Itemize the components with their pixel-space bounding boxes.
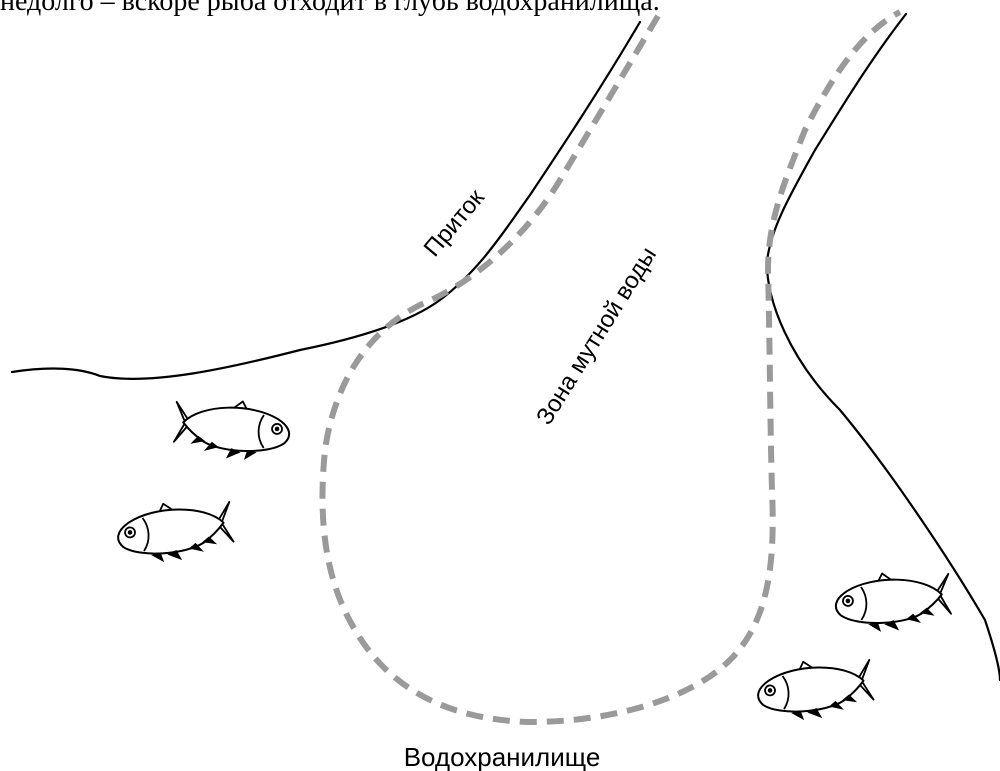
fish-3 [834,569,952,634]
left-shoreline [12,22,640,379]
tributary-label: Приток [419,184,491,262]
fish-1 [173,397,291,462]
fish-2 [115,497,235,566]
reservoir-label: Водохранилище [404,742,601,771]
murky-water-boundary [323,12,900,722]
murky-zone-label: Зона мутной воды [531,242,662,429]
fish-4 [755,655,875,724]
